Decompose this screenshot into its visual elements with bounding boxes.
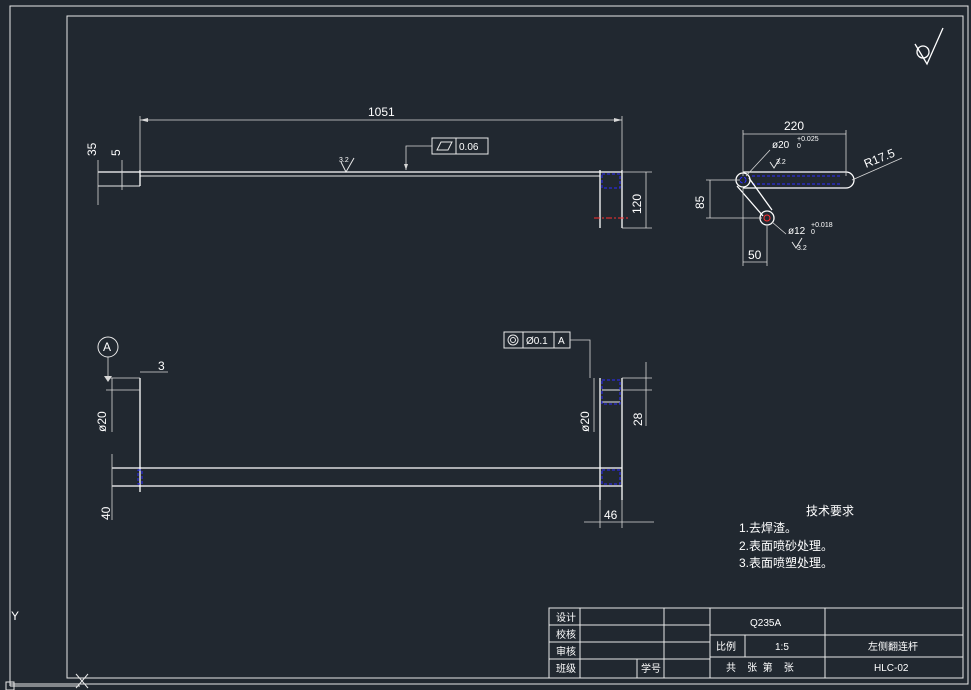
dimension-r175: R17.5 — [851, 146, 903, 181]
side-view-link — [735, 171, 855, 226]
datum-a-text: A — [103, 340, 111, 354]
dim-1051-text: 1051 — [368, 105, 395, 119]
dimension-d20-hole: ø20 +0.025 0 3.2 — [745, 136, 819, 177]
rough-32a-text: 3.2 — [776, 159, 786, 166]
dimension-d12-hole: ø12 +0.018 0 3.2 — [771, 221, 833, 252]
tb-sheets: 共 张 第 张 — [726, 661, 794, 674]
dimension-1051: 1051 — [139, 105, 623, 170]
ucs-y-label: Y — [11, 609, 19, 623]
dim-220-text: 220 — [784, 119, 804, 133]
dimension-35-5: 35 5 — [85, 142, 123, 205]
svg-text:+0.018: +0.018 — [811, 222, 833, 229]
dim-40-text: 40 — [99, 506, 113, 520]
title-block: 设计 校核 审核 班级 学号 Q235A 比例 1:5 左侧翻连杆 HLC-02… — [548, 607, 964, 679]
dim-r175-text: R17.5 — [862, 146, 897, 171]
coaxial-datum-text: A — [558, 336, 565, 347]
tb-part-name: 左侧翻连杆 — [868, 640, 918, 653]
technical-requirements: 技术要求 1.去焊渣。 2.表面喷砂处理。 3.表面喷塑处理。 — [739, 504, 854, 570]
dimension-3: 3 ø20 — [95, 359, 168, 432]
flatness-value: 0.06 — [459, 142, 479, 153]
dim-d20-right-text: ø20 — [578, 411, 592, 432]
note-item-2: 2.表面喷砂处理。 — [739, 539, 833, 553]
dimension-85: 85 — [693, 179, 762, 219]
dim-46-text: 46 — [604, 508, 618, 522]
tb-drawing-no: HLC-02 — [874, 663, 909, 674]
sheet-border — [9, 5, 969, 685]
flatness-tolerance-frame: 0.06 — [404, 137, 489, 170]
svg-text:0: 0 — [811, 229, 815, 236]
notes-title: 技术要求 — [806, 504, 854, 518]
dim-d12-text: ø12 — [788, 226, 806, 237]
note-item-3: 3.表面喷塑处理。 — [739, 555, 833, 570]
ucs-icon: Y — [5, 609, 89, 690]
note-item-1: 1.去焊渣。 — [739, 520, 797, 535]
dim-35-text: 35 — [85, 142, 99, 156]
tb-review: 审核 — [556, 645, 576, 658]
rough-32b-text: 3.2 — [797, 245, 807, 252]
dimension-46: 46 — [584, 500, 654, 528]
dimension-50: 50 — [742, 188, 768, 266]
tb-class: 班级 — [556, 663, 576, 675]
rough-top-text: 3.2 — [339, 157, 349, 164]
dim-3-text: 3 — [158, 359, 165, 373]
dimension-40: 40 — [99, 454, 113, 520]
front-view-bar — [98, 170, 630, 228]
dimension-120: 120 — [622, 171, 652, 229]
dim-d20-left-text: ø20 — [95, 411, 109, 432]
dim-120-text: 120 — [630, 194, 644, 214]
svg-text:0: 0 — [797, 143, 801, 150]
tb-design: 设计 — [556, 611, 576, 624]
dim-85-text: 85 — [693, 195, 707, 209]
tb-check: 校核 — [556, 628, 576, 641]
dim-5-text: 5 — [109, 149, 123, 156]
svg-text:+0.025: +0.025 — [797, 136, 819, 143]
surface-finish-symbol-icon — [914, 27, 944, 66]
coaxiality-tolerance-frame: Ø0.1 A — [503, 331, 591, 378]
tb-scale: 1:5 — [775, 642, 789, 653]
tb-material: Q235A — [750, 618, 781, 629]
dim-50-text: 50 — [748, 248, 762, 262]
roughness-top: 3.2 — [339, 157, 355, 174]
dimension-220: 220 — [742, 119, 847, 176]
coaxial-tol-text: Ø0.1 — [526, 336, 548, 347]
bottom-view — [112, 378, 623, 500]
dimension-d20-28: ø20 28 — [578, 362, 652, 432]
tb-scale-label: 比例 — [716, 640, 736, 653]
dim-28-text: 28 — [631, 412, 645, 426]
dim-d20-text: ø20 — [772, 140, 790, 151]
datum-a-symbol: A — [97, 336, 119, 382]
tb-student-no: 学号 — [641, 662, 661, 675]
